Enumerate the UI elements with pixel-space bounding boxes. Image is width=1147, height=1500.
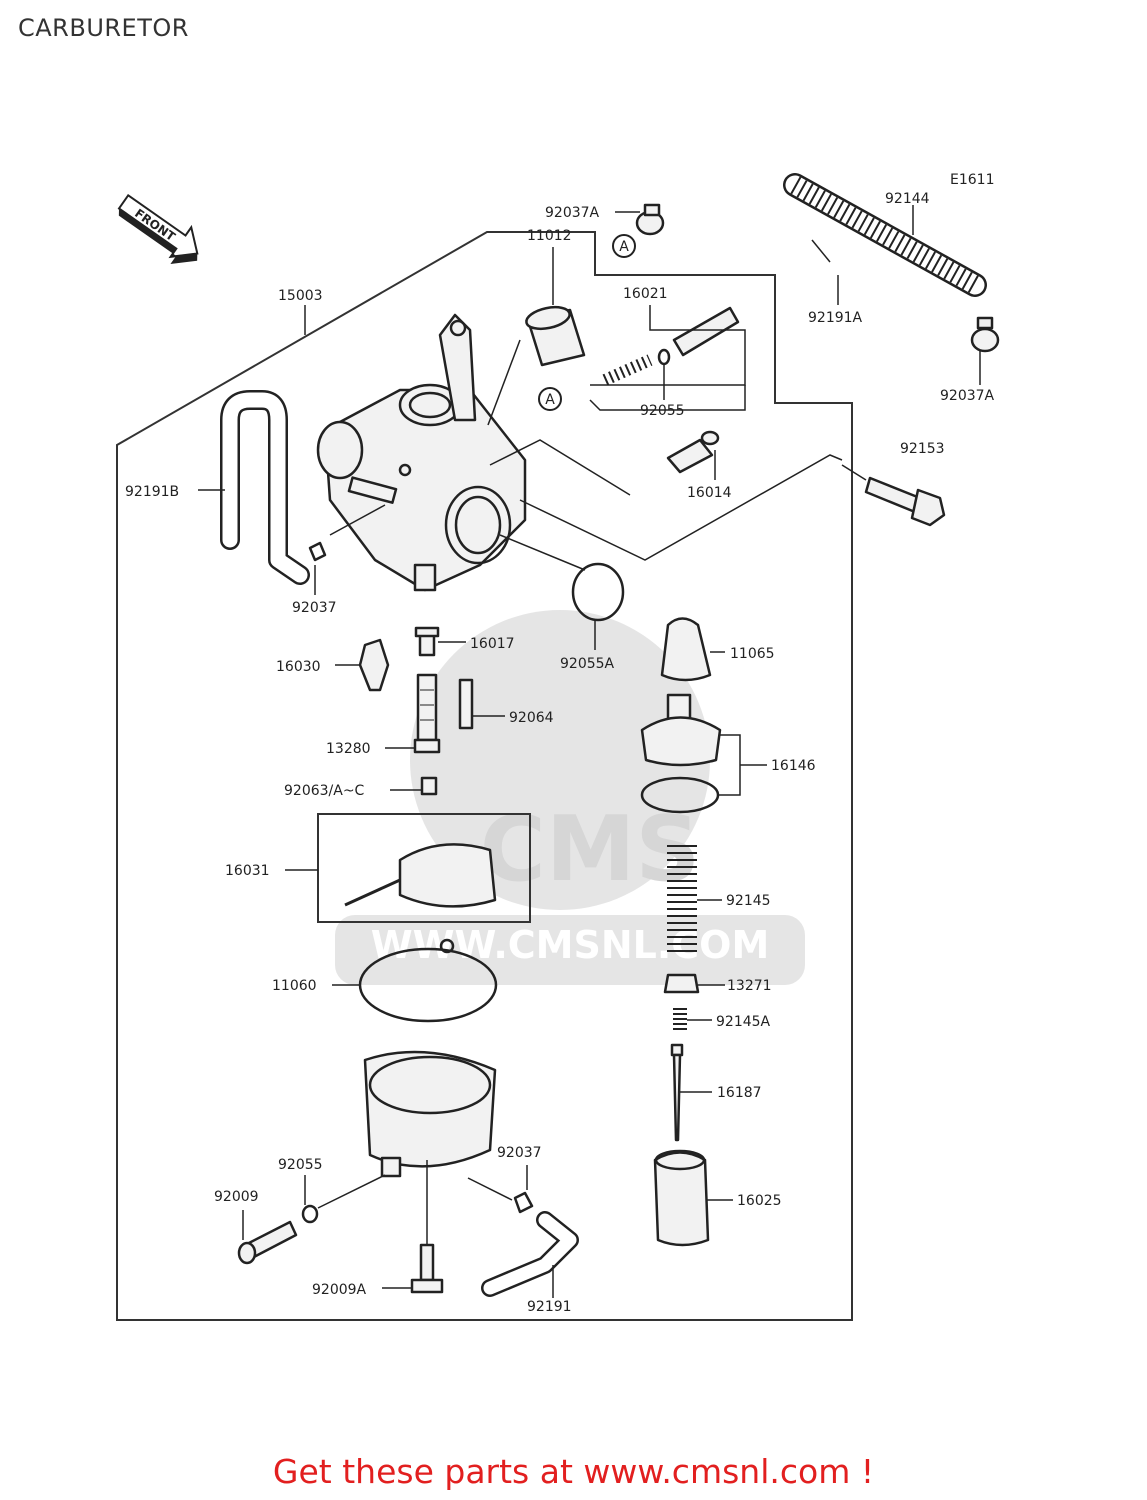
needle-16187 [670,1043,684,1142]
clip-92037-left [308,541,327,562]
part-labels: 92037A 92144 11012 15003 16021 92191A 92… [125,191,995,1315]
label-16014: 16014 [687,485,732,501]
label-92191B: 92191B [125,484,179,500]
bolt-92153 [864,476,946,527]
retainer-13271 [663,973,700,994]
label-16017: 16017 [470,636,515,652]
cms-watermark: CMS WWW.CMSNL.COM [335,610,805,985]
label-92145: 92145 [726,893,771,909]
watermark-brand: CMS [480,797,700,902]
footer-cta-link[interactable]: Get these parts at www.cmsnl.com ! [272,1452,875,1491]
label-15003: 15003 [278,288,323,304]
float-chamber [363,1050,497,1178]
clip-92037-bottom [513,1191,534,1214]
label-16146: 16146 [771,758,816,774]
pilot-jet-92064 [458,678,474,730]
page-title: CARBURETOR [18,14,189,42]
front-arrow-icon: FRONT [117,193,199,265]
label-92144: 92144 [885,191,930,207]
label-16025: 16025 [737,1193,782,1209]
o-ring-92055-bottom [301,1204,319,1224]
label-92145A: 92145A [716,1014,771,1030]
ref-marker-a-top: A [612,234,636,258]
fuel-hose-92191A [682,174,973,343]
top-cap-16146 [640,693,722,814]
screw-16014 [666,430,720,474]
spring-sleeve-92144 [783,173,987,297]
label-92009A: 92009A [312,1282,367,1298]
label-92191: 92191 [527,1299,572,1315]
ref-marker-a-body-label: A [545,392,555,408]
adjuster-16021 [602,306,740,386]
label-92064: 92064 [509,710,554,726]
cap-11012 [525,305,586,367]
main-jet-92063 [420,776,438,796]
label-16187: 16187 [717,1085,762,1101]
boot-11065 [660,617,712,682]
label-92037A-top: 92037A [545,205,600,221]
carburetor-body-15003 [316,313,527,592]
bolt-92009A [410,1243,444,1294]
leader-lines [198,205,981,1298]
label-92055A: 92055A [560,656,615,672]
label-11065: 11065 [730,646,775,662]
label-92009: 92009 [214,1189,259,1205]
ref-marker-a-body: A [538,387,562,411]
label-11060: 11060 [272,978,317,994]
screw-92009 [237,1220,298,1265]
float-valve-16030 [358,638,390,692]
label-92055-top: 92055 [640,403,685,419]
label-92037-bottom: 92037 [497,1145,542,1161]
assembly-frame [116,231,853,1321]
label-11012: 11012 [527,228,572,244]
label-92063: 92063/A~C [284,783,365,799]
label-13280: 13280 [326,741,371,757]
hose-92191 [481,1211,579,1297]
watermark-url: WWW.CMSNL.COM [371,923,770,967]
o-ring-92055A [571,562,625,622]
float-box-16031 [317,813,531,923]
emulsion-tube-13280 [413,673,441,754]
jet-16017 [414,626,440,657]
ref-marker-a-top-label: A [619,239,629,255]
label-92037A-right: 92037A [940,388,995,404]
hose-clamp-top [635,203,665,236]
label-16030: 16030 [276,659,321,675]
label-92037-left: 92037 [292,600,337,616]
label-13271: 13271 [727,978,772,994]
diagram-code: E1611 [950,172,994,188]
label-16031: 16031 [225,863,270,879]
hose-clamp-right [970,316,1000,353]
throttle-valve-16025 [653,1149,710,1247]
carburetor-exploded-diagram: CMS WWW.CMSNL.COM E1611 FRONT A A [116,172,1000,1321]
hose-92191B [220,390,310,585]
label-16021: 16021 [623,286,668,302]
label-92153: 92153 [900,441,945,457]
float-16031 [344,843,497,908]
label-92055-bottom: 92055 [278,1157,323,1173]
label-92191A: 92191A [808,310,863,326]
